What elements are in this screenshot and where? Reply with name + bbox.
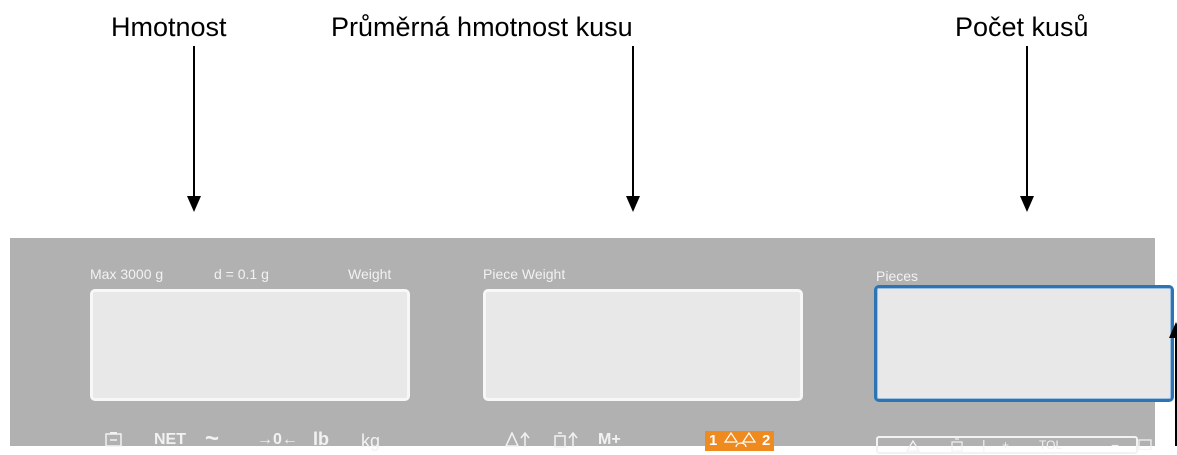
arrow-up-head — [1169, 322, 1177, 338]
tolerance-bar: | + TOL − — [876, 436, 1138, 454]
kg-indicator: kg — [361, 431, 381, 451]
arrow-pieces-line — [1026, 46, 1028, 196]
arrow-weight-head — [187, 196, 201, 212]
tol-plus-label: + — [1002, 438, 1010, 452]
tol-minus-label: − — [1111, 437, 1120, 453]
mode-two-label: 2 — [762, 432, 771, 449]
callout-weight: Hmotnost — [111, 12, 227, 42]
bar-divider: | — [982, 437, 986, 453]
pieces-display — [874, 285, 1174, 402]
arrow-up-line — [1175, 337, 1177, 446]
weight-label: Weight — [348, 266, 392, 282]
weight-display — [90, 289, 410, 401]
mode-switch-button[interactable]: 1 2 — [705, 431, 774, 451]
max-capacity-label: Max 3000 g — [90, 266, 164, 282]
mode-one-label: 1 — [709, 432, 718, 449]
weight-up-icon — [553, 431, 581, 453]
arrow-piece-weight-line — [632, 46, 634, 196]
division-label: d = 0.1 g — [214, 266, 269, 282]
pieces-label: Pieces — [876, 268, 919, 284]
stable-indicator: ~ — [205, 425, 220, 452]
piece-weight-label: Piece Weight — [483, 266, 566, 282]
battery-icon — [105, 432, 122, 452]
callout-piece-weight: Průměrná hmotnost kusu — [331, 12, 633, 42]
clipboard-icon — [1138, 437, 1154, 455]
accuracy-icon — [905, 439, 921, 455]
weight-icon — [951, 438, 963, 455]
net-indicator: NET — [154, 431, 186, 448]
arrow-pieces-head — [1020, 196, 1034, 212]
callout-pieces: Počet kusů — [955, 12, 1089, 42]
memory-plus-indicator: M+ — [598, 431, 621, 448]
mode-switch-icon — [723, 432, 757, 448]
arrow-piece-weight-head — [626, 196, 640, 212]
zero-indicator: →0← — [257, 431, 298, 448]
arrow-weight-line — [193, 46, 195, 196]
tol-label: TOL — [1039, 438, 1063, 452]
piece-weight-display — [483, 289, 803, 401]
accuracy-up-icon — [504, 431, 533, 453]
lb-indicator: lb — [313, 429, 329, 449]
